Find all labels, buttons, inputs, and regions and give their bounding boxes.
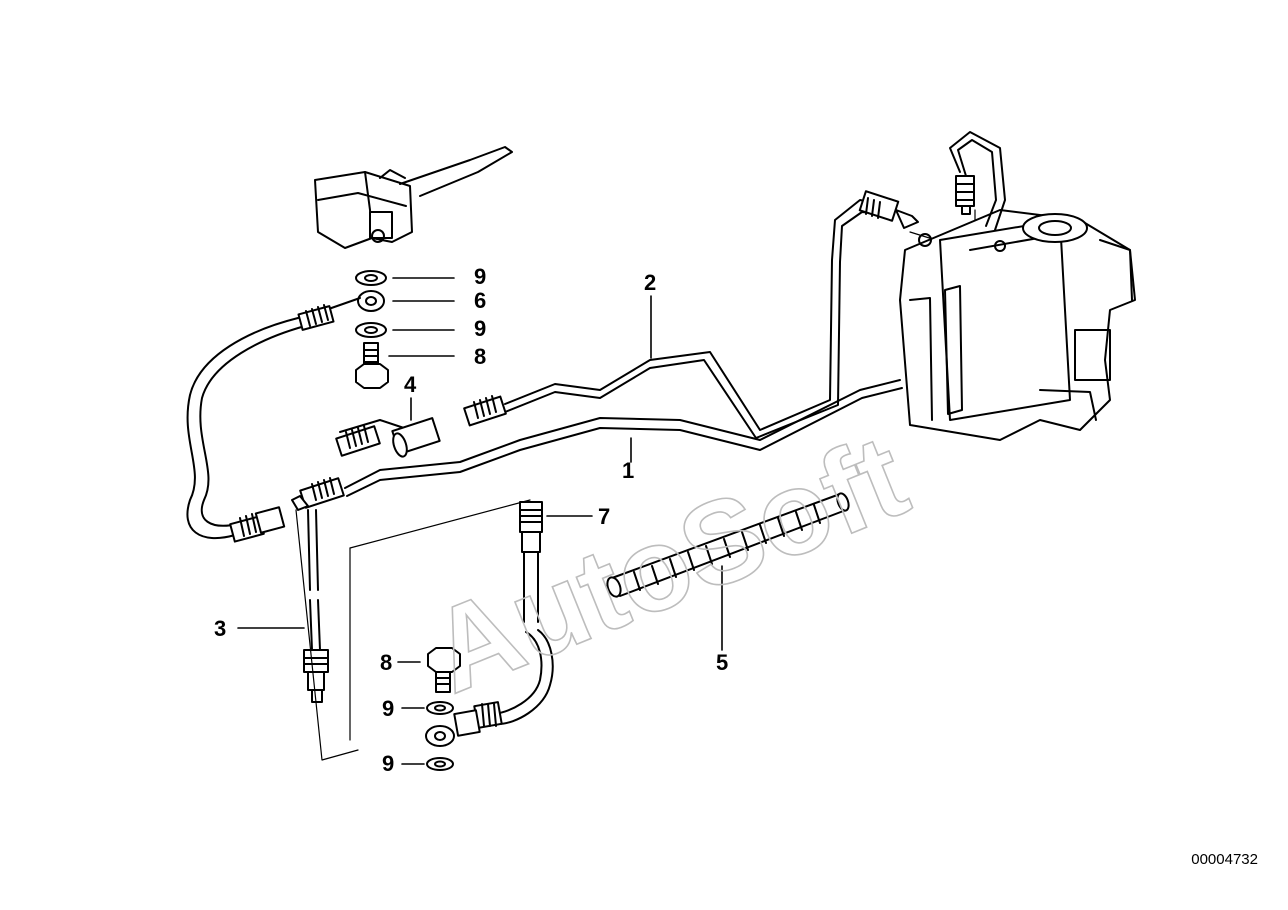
leader-lines [237,277,723,765]
callout-6: 6 [474,288,487,313]
watermark-text: AutoSoft [413,410,924,719]
connector-4 [335,417,441,458]
document-number: 00004732 [1191,851,1258,868]
lower-banjo-stack [425,647,461,771]
callout-9-lower-b: 9 [382,751,395,776]
callout-4: 4 [404,372,417,397]
upper-brake-hose [186,297,361,543]
upper-banjo-stack [355,270,389,389]
brake-line-2 [463,190,919,439]
callout-1: 1 [622,458,635,483]
abs-unit [899,209,1136,441]
callout-3: 3 [214,616,227,641]
pipe-loop [949,131,1006,231]
master-cylinder [314,146,513,249]
brake-line-1 [291,379,903,511]
callout-9-upper-b: 9 [474,316,487,341]
callout-9-upper-a: 9 [474,264,487,289]
protective-sleeve-5 [606,492,850,598]
callout-8-upper: 8 [474,344,487,369]
callout-7: 7 [598,504,611,529]
callout-9-lower-a: 9 [382,696,395,721]
callout-8-lower: 8 [380,650,393,675]
callout-2: 2 [644,270,657,295]
brake-hose-7 [453,501,554,737]
callout-5: 5 [716,650,729,675]
brake-line-3 [303,509,329,703]
